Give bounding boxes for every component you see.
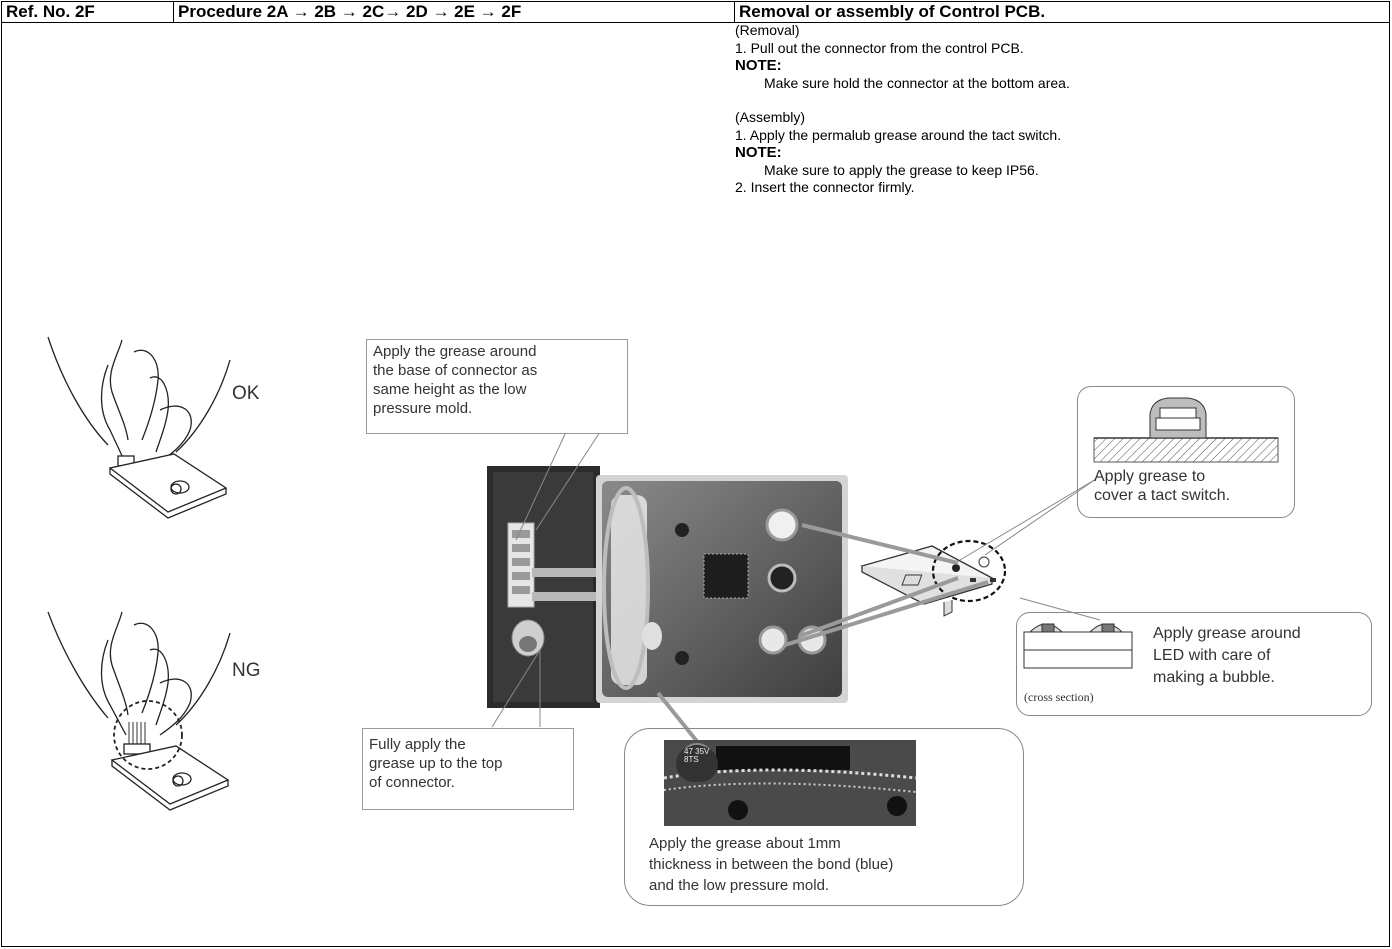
ng-hand-illustration (47, 611, 231, 811)
assembly-step-1: 1. Apply the permalub grease around the … (735, 126, 1062, 143)
connector-housing-photo (487, 466, 600, 708)
callout-line: Apply the grease around (373, 343, 537, 360)
callout-line: Apply the grease about 1mm (649, 835, 841, 852)
callout-line: grease up to the top (369, 755, 503, 772)
note-label: NOTE: (735, 57, 782, 74)
callout-led: Apply grease around LED with care of mak… (1016, 612, 1372, 716)
procedure-sequence: Procedure 2A → 2B → 2C→ 2D → 2E → 2F (174, 2, 735, 23)
cross-section-label: (cross section) (1024, 690, 1094, 704)
section-title: Removal or assembly of Control PCB. (735, 2, 1390, 23)
pin-bar (532, 568, 602, 577)
callout-line: Apply grease around (1153, 625, 1301, 642)
ref-number: Ref. No. 2F (2, 2, 174, 23)
callout-line: and the low pressure mold. (649, 877, 830, 894)
ng-label: NG (232, 660, 261, 681)
assembly-step-2: 2. Insert the connector firmly. (735, 179, 915, 195)
note-text: Make sure hold the connector at the bott… (764, 74, 1070, 91)
callout-line: the base of connector as (373, 362, 538, 379)
callout-line: Fully apply the (369, 736, 466, 753)
callout-line: pressure mold. (373, 400, 473, 417)
ok-hand-illustration (47, 336, 231, 519)
capacitor-marking: 47 35V 8TS (684, 747, 710, 764)
callout-connector-base: Apply the grease around the base of conn… (366, 339, 628, 434)
callout-line: cover a tact switch. (1094, 487, 1231, 504)
note-label: NOTE: (735, 144, 782, 161)
led-cross-section (1023, 623, 1133, 669)
assembly-heading: (Assembly) (735, 109, 806, 125)
bond-closeup-photo (663, 740, 917, 826)
instructions-block: (Removal) 1. Pull out the connector from… (735, 22, 1375, 197)
callout-line: LED with care of (1153, 647, 1271, 664)
ok-label: OK (232, 383, 260, 404)
callout-line: same height as the low (373, 381, 527, 398)
removal-heading: (Removal) (735, 22, 800, 38)
callout-line: of connector. (369, 774, 455, 791)
callout-tact-switch: Apply grease to cover a tact switch. (1077, 386, 1295, 518)
callout-line: thickness in between the bond (blue) (649, 856, 894, 873)
pin-bar (532, 592, 602, 601)
callout-bond: Apply the grease about 1mm thickness in … (624, 728, 1024, 906)
callout-line: making a bubble. (1153, 669, 1275, 686)
callout-line: Apply grease to (1094, 468, 1206, 485)
control-pcb-photo (596, 475, 848, 703)
removal-step-1: 1. Pull out the connector from the contr… (735, 39, 1024, 56)
tact-switch-cross-section (1093, 397, 1279, 463)
note-text: Make sure to apply the grease to keep IP… (764, 161, 1039, 178)
callout-connector-top: Fully apply the grease up to the top of … (362, 728, 574, 810)
